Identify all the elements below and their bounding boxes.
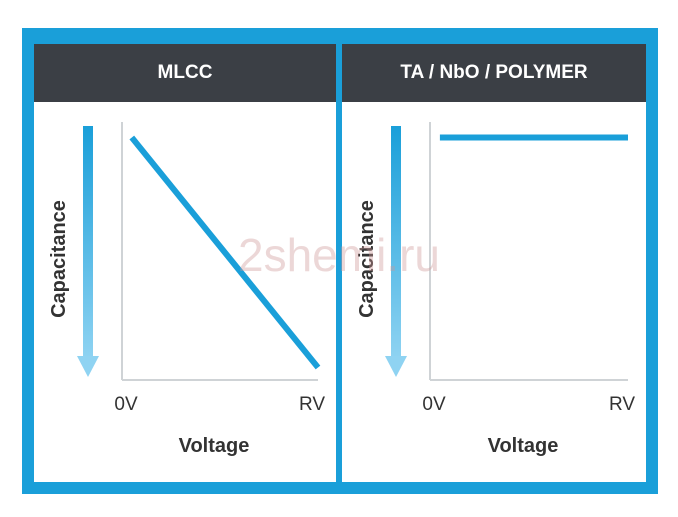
- panel-ta-nbo-polymer: TA / NbO / POLYMER 0V RV Voltage Capacitanc…: [342, 44, 646, 482]
- chart-frame: MLCC 0V RV Voltage Capacitance TA / NbO / P…: [22, 28, 658, 494]
- capacitance-arrow-head: [385, 356, 407, 377]
- x-tick-label: RV: [609, 394, 635, 415]
- mlcc-plot: 0V RV Voltage Capacitance: [48, 122, 325, 457]
- x-axis-label: Voltage: [488, 435, 559, 457]
- capacitance-series-line: [129, 135, 321, 370]
- x-tick-label: 0V: [422, 394, 446, 415]
- ta-nbo-polymer-plot: 0V RV Voltage Capacitance: [356, 122, 635, 457]
- capacitance-arrow-shaft: [391, 126, 401, 360]
- panel-title: MLCC: [34, 44, 336, 102]
- x-tick-label: 0V: [114, 394, 138, 415]
- panel-mlcc: MLCC 0V RV Voltage Capacitance: [34, 44, 336, 482]
- capacitance-arrow-shaft: [83, 126, 93, 360]
- capacitance-arrow-head: [77, 356, 99, 377]
- x-tick-label: RV: [299, 394, 325, 415]
- y-axis-label: Capacitance: [356, 200, 378, 318]
- x-axis-label: Voltage: [179, 435, 250, 457]
- panel-title: TA / NbO / POLYMER: [342, 44, 646, 102]
- y-axis-label: Capacitance: [48, 200, 70, 318]
